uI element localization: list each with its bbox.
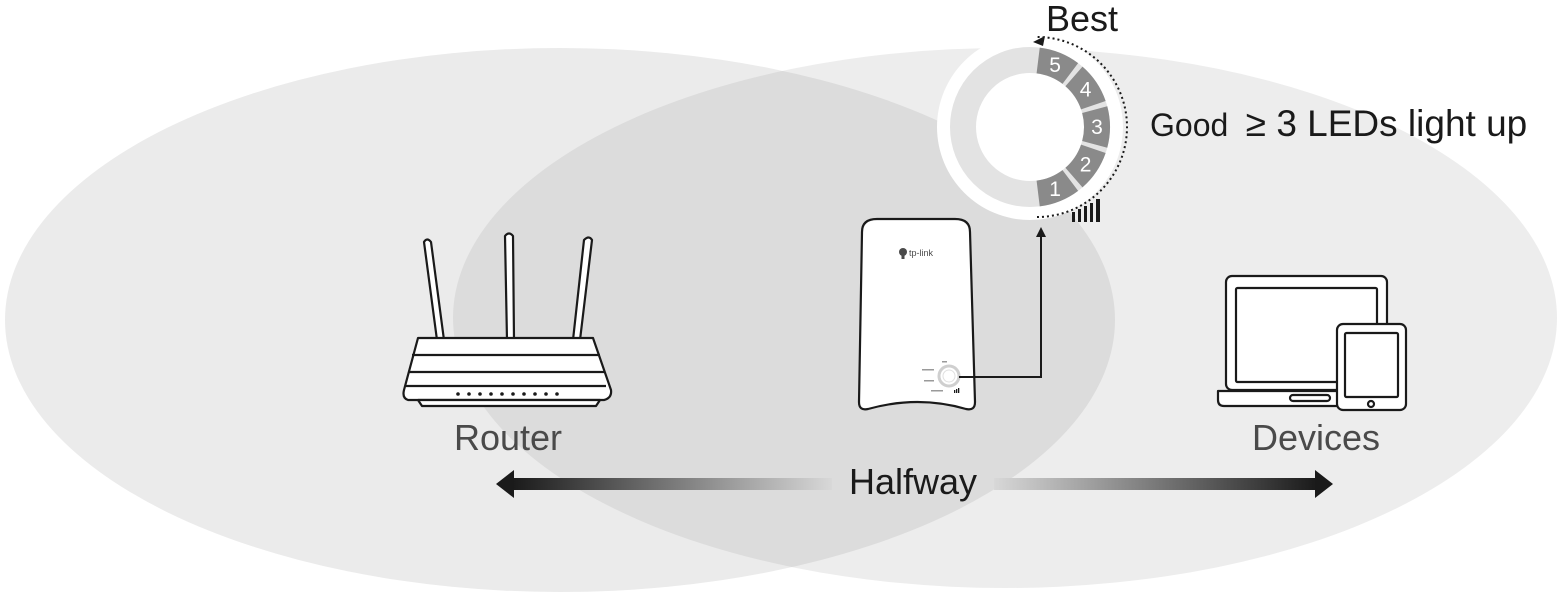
coverage-zones bbox=[5, 48, 1557, 592]
led-segment-2 bbox=[1065, 144, 1106, 188]
led-segments: 12 3 45 bbox=[1036, 47, 1110, 207]
best-progress-arc bbox=[1036, 36, 1128, 218]
good-threshold-label: Good ≥ 3 LEDs light up bbox=[1150, 103, 1527, 144]
best-label: Best bbox=[1046, 0, 1118, 39]
led-segment-1 bbox=[1036, 170, 1079, 207]
range-extender-icon: tp-link bbox=[857, 217, 977, 411]
signal-strength-icon bbox=[1072, 199, 1100, 222]
led-segment-label-2: 2 bbox=[1080, 153, 1092, 176]
router-icon bbox=[402, 232, 613, 408]
tablet-icon bbox=[1335, 322, 1408, 412]
halfway-arrow bbox=[496, 470, 1333, 498]
tp-link-logo: tp-link bbox=[899, 248, 934, 259]
led-segment-3 bbox=[1082, 106, 1110, 148]
brand-label: tp-link bbox=[909, 248, 934, 258]
devices-label: Devices bbox=[1252, 417, 1380, 458]
led-indicator: 12 3 45 bbox=[937, 34, 1128, 222]
halfway-arrow-left-head bbox=[496, 470, 514, 498]
zoom-connector bbox=[959, 234, 1042, 378]
led-segment-label-3: 3 bbox=[1091, 116, 1103, 139]
coverage-overlap bbox=[453, 48, 1115, 588]
halfway-arrow-right-head bbox=[1315, 470, 1333, 498]
best-arrowhead bbox=[1033, 36, 1045, 46]
led-segment-4 bbox=[1065, 66, 1106, 110]
led-segment-label-4: 4 bbox=[1080, 79, 1092, 102]
led-segment-label-1: 1 bbox=[1049, 178, 1061, 201]
led-segment-5 bbox=[1036, 47, 1079, 84]
extender-signal-icon bbox=[954, 388, 960, 393]
zoom-arrowhead bbox=[1036, 227, 1046, 237]
led-segment-label-5: 5 bbox=[1049, 54, 1061, 77]
router-label: Router bbox=[454, 417, 562, 458]
halfway-label: Halfway bbox=[849, 461, 977, 502]
